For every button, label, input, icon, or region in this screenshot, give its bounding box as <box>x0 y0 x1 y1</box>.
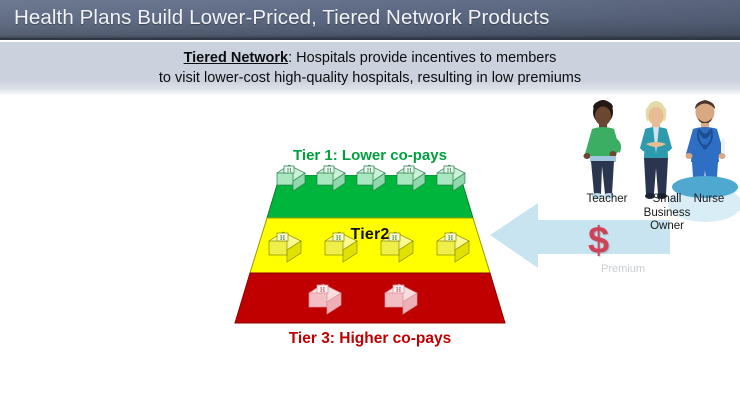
hospital-building: H <box>356 164 386 192</box>
tiered-network-pyramid: H H H <box>215 164 525 327</box>
person-label-nurse: Nurse <box>693 193 725 205</box>
premium-arrow <box>490 203 670 268</box>
tier2-hospital-row: H H H <box>268 231 470 263</box>
tier3-hospital-row: H H <box>308 283 418 315</box>
hospital-building: H <box>316 164 346 192</box>
svg-text:H: H <box>392 234 397 242</box>
hospital-building: H <box>308 283 342 315</box>
tier1-hospital-row: H H H <box>276 164 466 192</box>
dollar-icon: $ <box>588 220 610 262</box>
svg-text:H: H <box>336 234 341 242</box>
subtitle-line-2: to visit lower-cost high-quality hospita… <box>158 70 582 86</box>
hospital-building: H <box>436 231 470 263</box>
svg-text:H: H <box>287 168 292 174</box>
svg-text:H: H <box>320 286 325 294</box>
svg-text:H: H <box>327 168 332 174</box>
subtitle-line-1: Tiered Network: Hospitals provide incent… <box>0 48 740 68</box>
person-label-teacher: Teacher <box>586 193 628 205</box>
subtitle-text: Tiered Network: Hospitals provide incent… <box>0 48 740 88</box>
person-teacher <box>583 100 621 199</box>
person-label-small-business-owner: Small Business Owner <box>643 193 691 232</box>
hospital-building: H <box>268 231 302 263</box>
person-small-business-owner <box>640 101 672 199</box>
subtitle-band: Tiered Network: Hospitals provide incent… <box>0 42 740 96</box>
people-illustration <box>583 100 726 199</box>
hospital-building: H <box>384 283 418 315</box>
svg-text:H: H <box>367 168 372 174</box>
subtitle-line-1-rest: : Hospitals provide incentives to member… <box>288 50 557 66</box>
hospital-building: H <box>324 231 358 263</box>
hospital-building: H <box>380 231 414 263</box>
tier3-band <box>234 272 506 324</box>
nurse-platform-disc <box>672 176 738 198</box>
hospital-building: H <box>436 164 466 192</box>
member-figures <box>572 96 740 226</box>
slide-header-bar: Health Plans Build Lower-Priced, Tiered … <box>0 0 740 40</box>
premium-label: Premium <box>600 263 645 275</box>
hospital-building: H <box>276 164 306 192</box>
svg-text:H: H <box>407 168 412 174</box>
svg-text:H: H <box>396 286 401 294</box>
tier3-label: Tier 3: Higher co-pays <box>288 330 452 347</box>
page-title: Health Plans Build Lower-Priced, Tiered … <box>14 6 550 29</box>
subtitle-lead-term: Tiered Network <box>183 50 289 66</box>
svg-text:H: H <box>280 234 285 242</box>
tier2-label: Tier2 <box>350 226 390 243</box>
svg-text:H: H <box>448 234 453 242</box>
hospital-building: H <box>396 164 426 192</box>
arrow-shape <box>490 203 670 268</box>
tier1-label: Tier 1: Lower co-pays <box>293 147 447 164</box>
svg-text:H: H <box>447 168 452 174</box>
